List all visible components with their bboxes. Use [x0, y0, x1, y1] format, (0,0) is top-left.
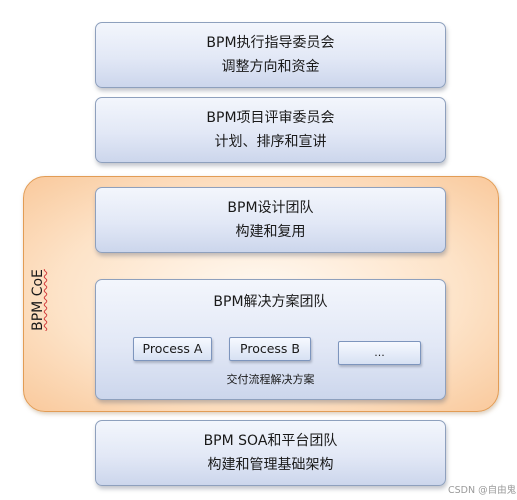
design-team-box: BPM设计团队 构建和复用: [95, 187, 446, 253]
soa-team-box: BPM SOA和平台团队 构建和管理基础架构: [95, 420, 446, 486]
review-committee-subtitle: 计划、排序和宣讲: [214, 134, 327, 150]
process-b-box: Process B: [229, 337, 311, 361]
process-a-box: Process A: [133, 337, 212, 361]
process-more-box: ...: [338, 341, 421, 365]
soa-team-title: BPM SOA和平台团队: [203, 433, 338, 449]
coe-label: BPM CoE: [30, 269, 47, 331]
exec-committee-title: BPM执行指导委员会: [206, 35, 335, 51]
solution-team-title: BPM解决方案团队: [213, 294, 328, 310]
review-committee-box: BPM项目评审委员会 计划、排序和宣讲: [95, 97, 446, 163]
solution-caption: 交付流程解决方案: [226, 373, 315, 386]
design-team-title: BPM设计团队: [227, 200, 314, 216]
review-committee-title: BPM项目评审委员会: [206, 110, 335, 126]
exec-committee-subtitle: 调整方向和资金: [221, 59, 320, 75]
watermark: CSDN @自由鬼: [448, 485, 517, 496]
exec-committee-box: BPM执行指导委员会 调整方向和资金: [95, 22, 446, 88]
soa-team-subtitle: 构建和管理基础架构: [207, 457, 334, 473]
design-team-subtitle: 构建和复用: [235, 224, 306, 240]
